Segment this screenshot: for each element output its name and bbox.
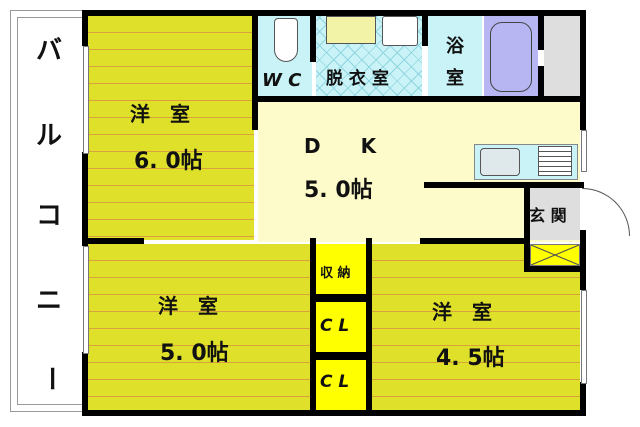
shoe-box xyxy=(530,244,580,266)
entrance-label: 玄 関 xyxy=(529,206,567,225)
entrance-floor xyxy=(530,188,580,240)
bath-label-bottom: 室 xyxy=(446,68,464,89)
window-kitchen[interactable] xyxy=(581,130,587,172)
bath-label-top: 浴 xyxy=(446,36,464,57)
western-room-5-name: 洋 室 xyxy=(158,294,218,318)
dk-size: 5. 0帖 xyxy=(304,178,373,203)
wall-closet-left xyxy=(310,238,316,416)
balcony-label-4: ニ xyxy=(36,286,63,316)
wall-right-lower xyxy=(580,382,586,416)
wall-bath-right xyxy=(538,10,544,50)
western-room-4-5-floor xyxy=(372,244,580,410)
wall-top xyxy=(82,10,586,16)
dk-name: D K xyxy=(304,134,377,158)
wall-left-mid xyxy=(82,152,88,246)
sink-icon xyxy=(480,148,520,176)
wall-room6-right xyxy=(252,10,258,130)
western-room-6-name: 洋 室 xyxy=(130,102,190,126)
entrance-door-swing[interactable] xyxy=(582,188,630,236)
window-room4-5[interactable] xyxy=(581,290,587,384)
balcony-inner-border xyxy=(17,17,89,405)
stove-icon xyxy=(538,146,572,176)
balcony-label-1: バ xyxy=(36,36,63,66)
wall-closet-right xyxy=(366,238,372,416)
closet-1-label: C L xyxy=(320,316,350,336)
wall-entrance-left xyxy=(524,182,530,272)
wall-room6-bottom xyxy=(82,238,144,244)
wall-dressing-right xyxy=(422,10,428,46)
wall-wet-bottom xyxy=(252,96,586,102)
wall-bath-right-low xyxy=(538,66,544,100)
wall-closet-divider-1 xyxy=(310,294,372,302)
closet-2-label: C L xyxy=(320,372,350,392)
western-room-5-floor xyxy=(86,244,310,410)
wall-right-entry xyxy=(580,230,586,290)
balcony-label-5: ー xyxy=(35,365,66,392)
western-room-6-size: 6. 0帖 xyxy=(134,149,203,174)
storage-grey xyxy=(544,16,580,98)
western-room-4-5-size: 4. 5帖 xyxy=(436,346,505,371)
washbasin-icon xyxy=(326,16,376,44)
toilet-icon xyxy=(274,18,298,62)
wall-bottom xyxy=(82,410,586,416)
bathtub-icon xyxy=(490,22,532,92)
storage-closet xyxy=(316,244,366,294)
wall-left-upper xyxy=(82,10,88,46)
western-room-4-5-name: 洋 室 xyxy=(432,300,492,324)
wc-label: W C xyxy=(262,70,302,91)
western-room-6-floor xyxy=(86,16,254,240)
bath-floor xyxy=(428,16,482,98)
closet-2 xyxy=(316,360,366,410)
dressing-label: 脱 衣 室 xyxy=(326,69,389,89)
wall-left-lower xyxy=(82,352,88,414)
closet-1 xyxy=(316,302,366,352)
balcony-label-3: コ xyxy=(36,201,63,231)
western-room-5-size: 5. 0帖 xyxy=(160,341,229,366)
window-room6[interactable] xyxy=(83,46,89,154)
window-room5[interactable] xyxy=(83,246,89,354)
wall-entrance-bottom xyxy=(524,266,584,272)
balcony xyxy=(10,10,89,412)
wall-kitchen-partition xyxy=(424,182,584,188)
washing-machine-icon xyxy=(382,16,418,46)
wall-right-upper xyxy=(580,10,586,130)
storage-label: 収 納 xyxy=(320,266,351,281)
balcony-label-2: ル xyxy=(36,121,63,151)
wall-closet-divider-2 xyxy=(310,352,372,360)
wall-wc-right xyxy=(310,10,316,62)
wall-dk-bottom-right xyxy=(420,238,530,244)
